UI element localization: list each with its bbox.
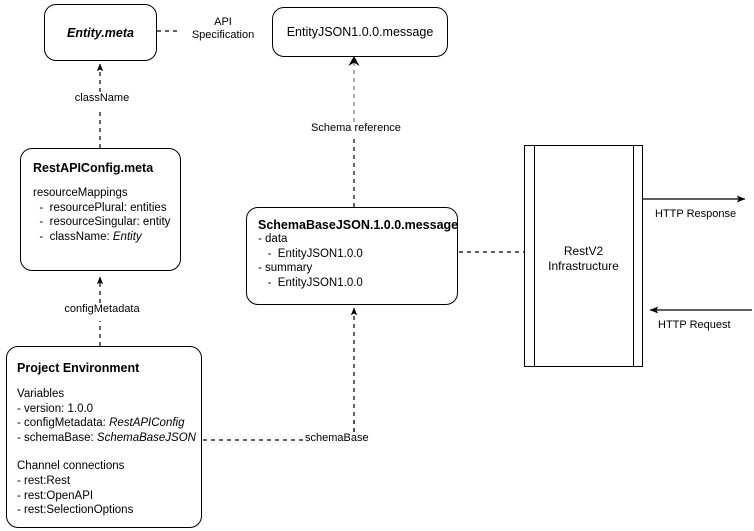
node-project-environment-title: Project Environment xyxy=(17,361,140,375)
node-project-environment-channels-heading: Channel connections xyxy=(17,460,125,473)
node-project-environment-variable-0-text: - version: 1.0.0 xyxy=(17,402,94,415)
node-rest-api-config-line-2-text: - className: xyxy=(33,230,113,243)
node-project-environment-channel-2: - rest:SelectionOptions xyxy=(17,504,134,517)
edge-label-http-response: HTTP Response xyxy=(653,208,753,221)
node-schema-base-json-title: SchemaBaseJSON.1.0.0.message xyxy=(258,218,459,232)
node-rest-api-config[interactable]: RestAPIConfig.meta resourceMappings - re… xyxy=(20,148,181,271)
node-rest-api-config-section: resourceMappings xyxy=(33,187,128,199)
node-project-environment-variable-2-text: - schemaBase: xyxy=(17,431,97,444)
node-rest-api-config-title: RestAPIConfig.meta xyxy=(33,161,154,175)
node-restv2-infrastructure[interactable]: RestV2 Infrastructure xyxy=(524,145,643,367)
node-rest-api-config-class-name-value: Entity xyxy=(112,230,142,243)
edge-schema-base xyxy=(203,307,358,441)
node-schema-base-json-line-1: - EntityJSON1.0.0 xyxy=(258,247,363,260)
node-restv2-line-2: Infrastructure xyxy=(548,259,619,273)
node-project-environment-variable-1-text: - configMetadata: xyxy=(17,417,110,430)
node-schema-base-json-line-0: - data xyxy=(258,233,288,245)
node-project-environment-channel-1: - rest:OpenAPI xyxy=(17,489,94,502)
edge-label-config-metadata: configMetadata xyxy=(50,303,154,316)
node-entity-meta-label: Entity.meta xyxy=(67,25,134,40)
edge-label-class-name: className xyxy=(62,92,142,105)
edge-schema-reference xyxy=(348,56,360,207)
edge-label-schema-reference: Schema reference xyxy=(295,122,417,135)
node-project-environment-channel-0: - rest:Rest xyxy=(17,474,71,487)
node-rest-api-config-line-0: - resourcePlural: entities xyxy=(33,201,167,214)
node-schema-base-json-line-2: - summary xyxy=(258,262,313,275)
node-restv2-line-1: RestV2 xyxy=(563,244,604,258)
edge-label-http-request: HTTP Request xyxy=(656,319,754,332)
node-entity-json-message[interactable]: EntityJSON1.0.0.message xyxy=(272,7,448,57)
node-entity-meta[interactable]: Entity.meta xyxy=(44,4,157,61)
node-project-environment-variable-2-value: SchemaBaseJSON xyxy=(96,431,196,444)
node-entity-json-message-label: EntityJSON1.0.0.message xyxy=(286,25,434,39)
edge-label-schema-base: schemaBase xyxy=(303,432,381,445)
node-schema-base-json[interactable]: SchemaBaseJSON.1.0.0.message - data - En… xyxy=(246,207,458,305)
node-project-environment-variable-1-value: RestAPIConfig xyxy=(109,417,185,430)
node-project-environment-variable-2: - schemaBase: SchemaBaseJSON xyxy=(17,431,201,446)
node-schema-base-json-line-3: - EntityJSON1.0.0 xyxy=(258,276,363,289)
node-rest-api-config-line-1: - resourceSingular: entity xyxy=(33,216,171,229)
node-project-environment-variables-heading: Variables xyxy=(17,388,65,400)
restv2-right-inner-line xyxy=(633,146,634,366)
node-project-environment-variable-1: - configMetadata: RestAPIConfig xyxy=(17,416,201,431)
node-project-environment[interactable]: Project Environment Variables - version:… xyxy=(6,346,202,528)
restv2-left-inner-line xyxy=(534,146,535,366)
node-rest-api-config-line-2: - className: Entity xyxy=(33,230,180,245)
node-project-environment-variable-0: - version: 1.0.0 xyxy=(17,402,201,417)
